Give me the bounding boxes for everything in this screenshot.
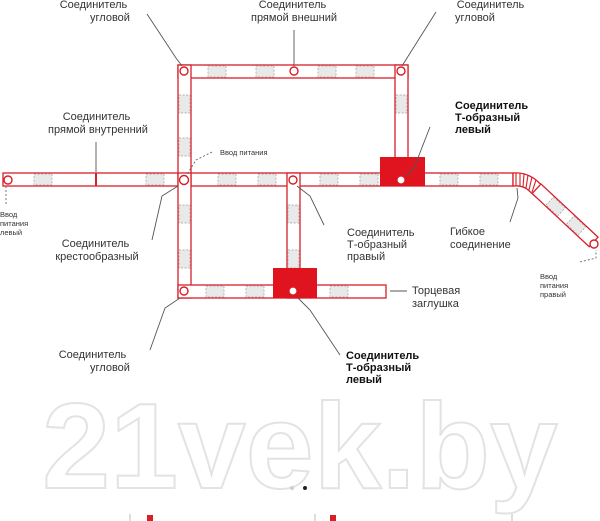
label-corner-top-left: Соединитель угловой	[60, 0, 131, 24]
track-bottom-left-vertical	[177, 172, 192, 299]
label-flexible: Гибкое соединение	[450, 226, 511, 251]
labels: Соединитель угловой Соединитель прямой в…	[0, 0, 570, 386]
watermark: 21vek.by	[42, 378, 558, 514]
label-t-right: Соединитель Т-образный правый	[347, 227, 418, 263]
label-power-input: Ввод питания	[220, 148, 268, 157]
label-straight-external: Соединитель прямой внешний	[251, 0, 337, 24]
carousel-dots	[290, 486, 307, 490]
label-corner-top-right: Соединитель угловой	[455, 0, 527, 24]
label-corner-bottom: Соединитель угловой	[59, 349, 130, 374]
label-end-cap: Торцевая заглушка	[412, 285, 463, 310]
track-joints	[33, 65, 499, 298]
label-cross: Соединитель крестообразный	[55, 238, 138, 263]
label-t-left-top: Соединитель Т-образный левый	[455, 100, 531, 136]
label-power-input-left: Ввод питания левый	[0, 210, 30, 237]
leader-lines	[5, 11, 597, 356]
track-segment-shading	[34, 66, 498, 297]
flexible-joint	[512, 172, 599, 248]
label-t-left-bottom: Соединитель Т-образный левый	[346, 350, 422, 386]
label-straight-internal: Соединитель прямой внутренний	[48, 111, 148, 136]
track-top-left-vertical	[177, 64, 192, 186]
track-diagonal	[531, 183, 599, 248]
connector-markers	[3, 66, 599, 296]
footer-marks	[129, 514, 513, 521]
label-power-input-right: Ввод питания правый	[540, 272, 570, 299]
